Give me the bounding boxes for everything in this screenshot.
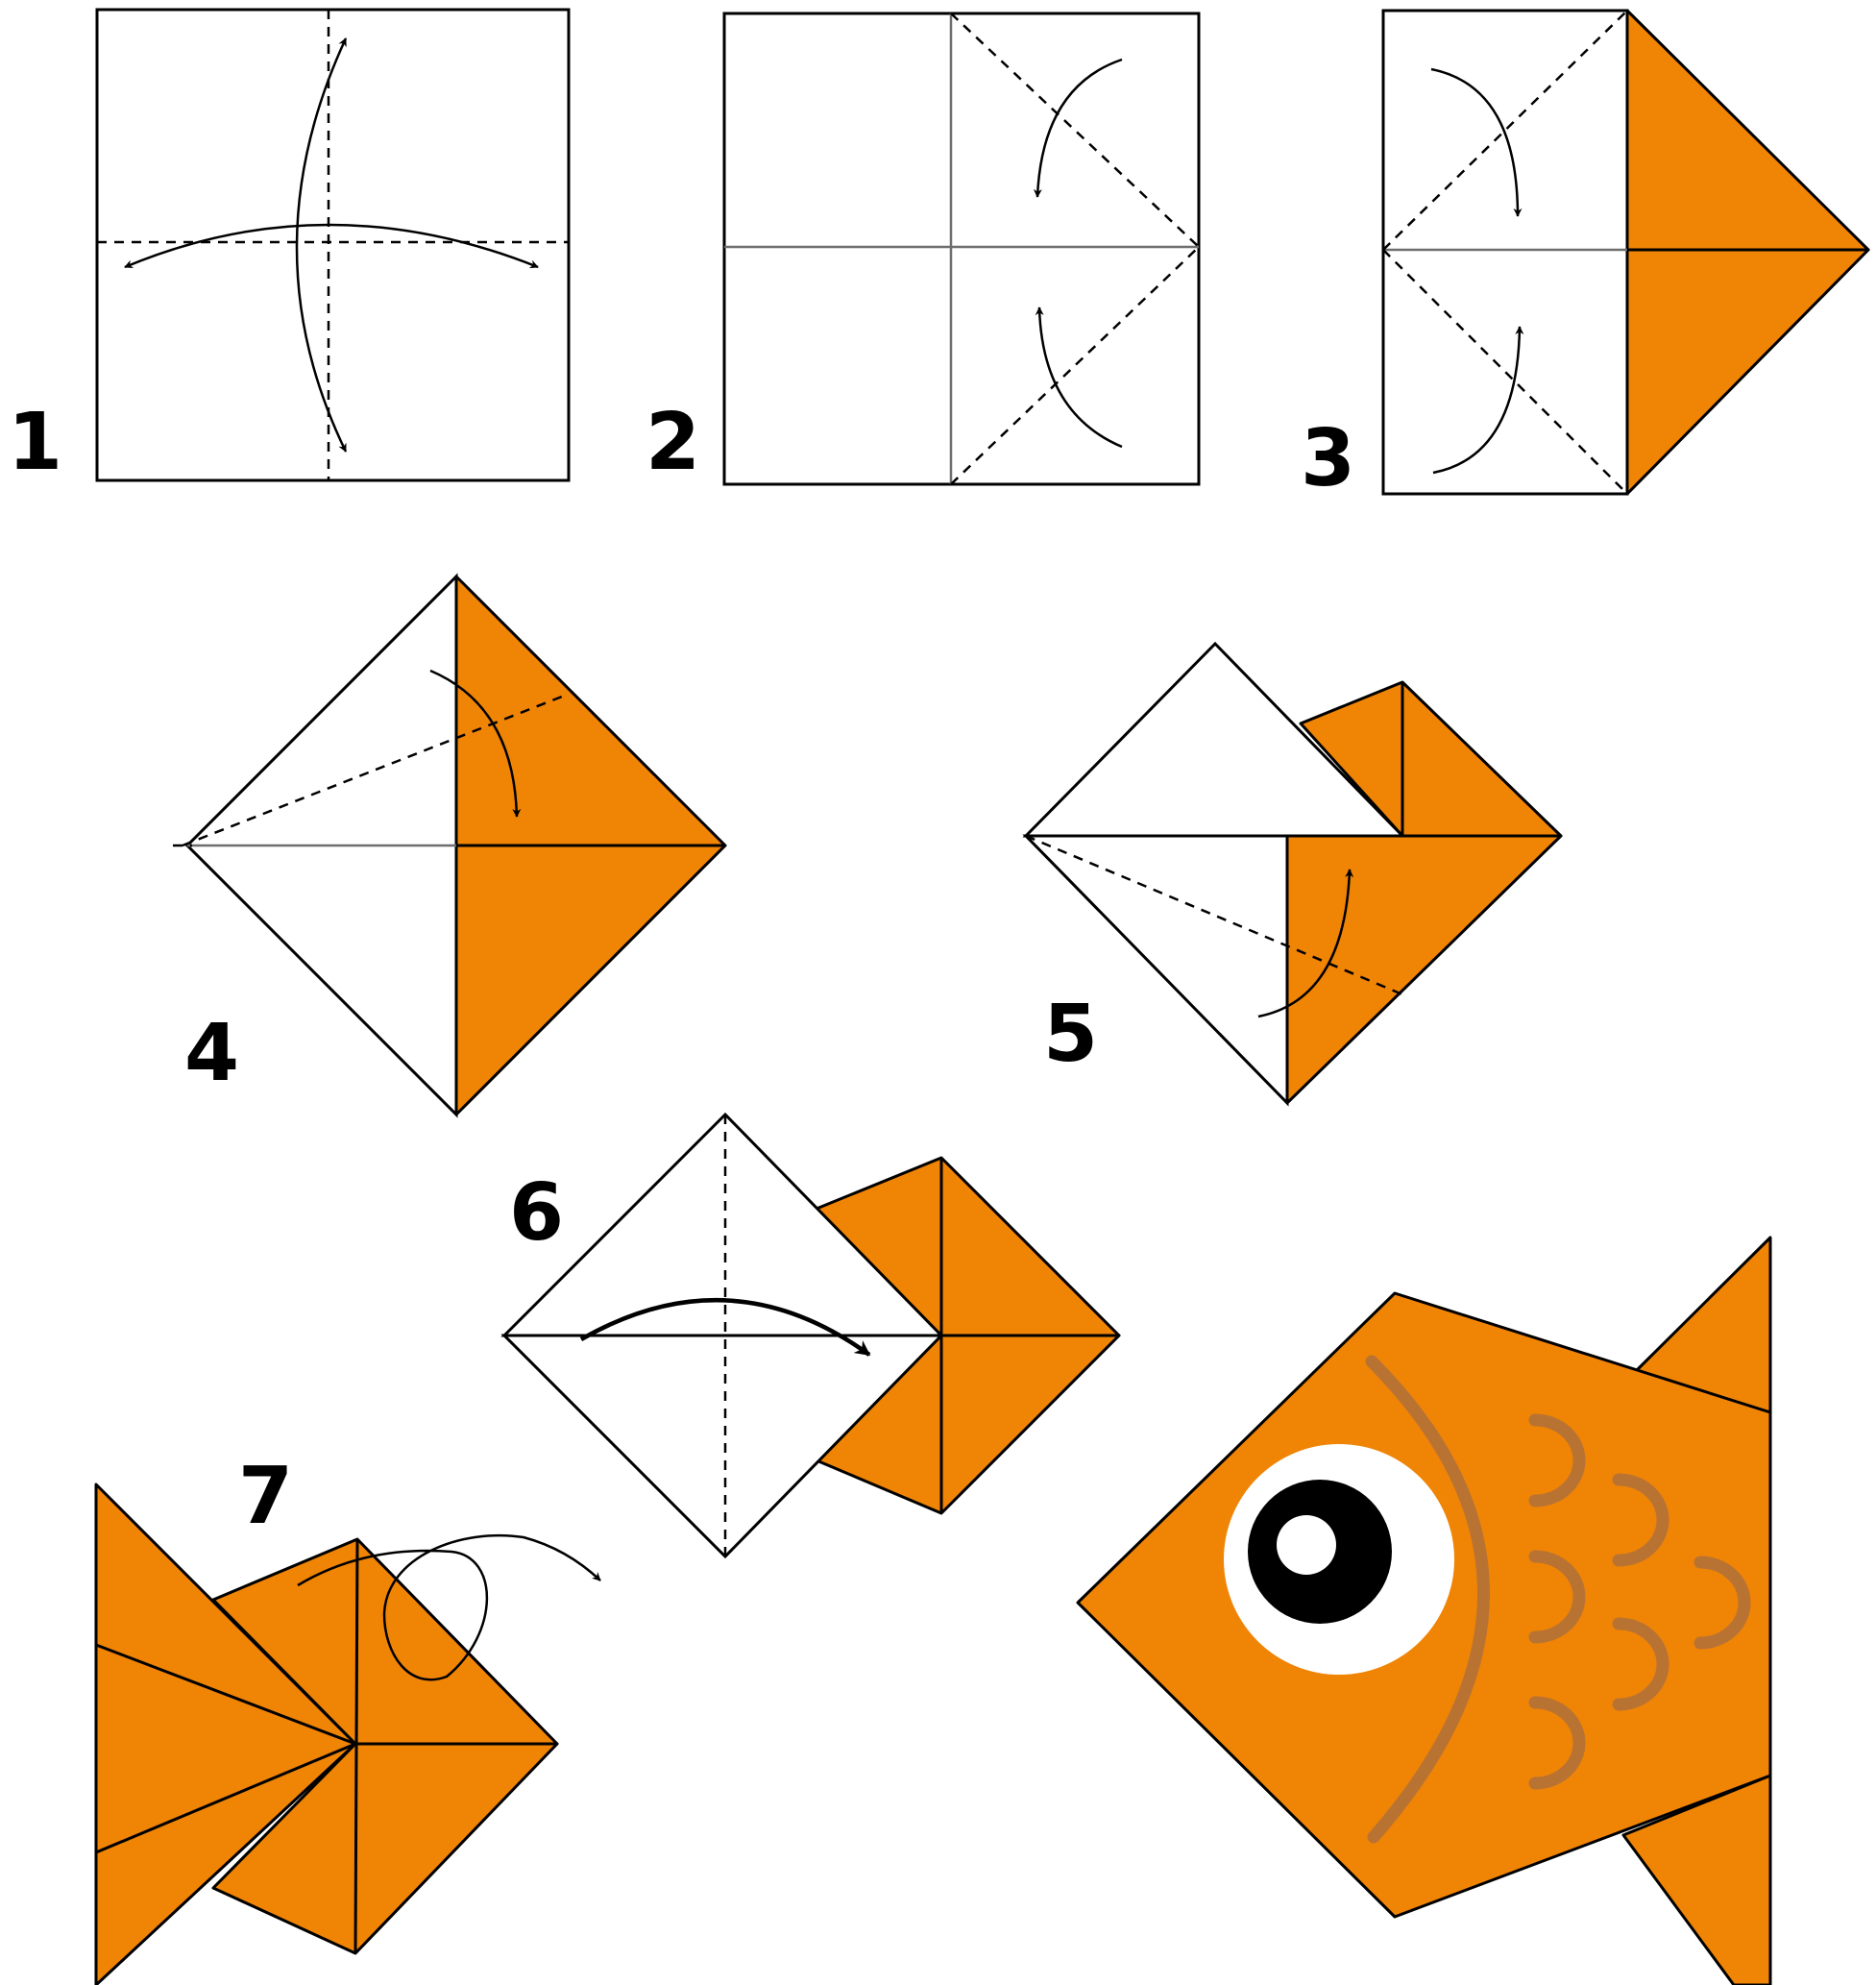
- fold-arrow-icon: [124, 223, 539, 269]
- step-2: 2: [646, 12, 1201, 488]
- diagonal-fold-line: [1382, 249, 1628, 495]
- step-5: 5: [1022, 641, 1563, 1107]
- fold-arrow-icon: [1430, 67, 1523, 217]
- scale-icon: [1528, 1696, 1586, 1790]
- white-bottom-triangle: [500, 1334, 945, 1559]
- fold-arrow-icon: [579, 1297, 871, 1357]
- step-number: 3: [1301, 413, 1355, 504]
- scale-icon: [1528, 1413, 1586, 1507]
- fish-scales: [1528, 1413, 1751, 1790]
- finished-fish: [1076, 1236, 1772, 1985]
- fold-arrow-icon: [1432, 326, 1524, 475]
- step-4: 4: [173, 573, 727, 1118]
- step-6: 6: [500, 1112, 1121, 1559]
- gill-line: [1365, 1355, 1490, 1844]
- scale-icon: [1612, 1617, 1669, 1711]
- tail-crease: [95, 1742, 356, 1854]
- diagonal-fold-line: [950, 12, 1200, 248]
- scale-icon: [1528, 1550, 1586, 1644]
- fold-arrow-icon: [1033, 58, 1123, 198]
- paper-square: [722, 12, 1201, 486]
- step-7: 7: [94, 1451, 601, 1985]
- eye-highlight: [1277, 1515, 1336, 1575]
- diagonal-fold-line: [1382, 10, 1628, 251]
- fold-arrow-icon: [429, 669, 522, 818]
- step-3: 3: [1301, 9, 1870, 504]
- body-crease: [353, 1538, 359, 1954]
- tail-crease: [95, 1643, 356, 1746]
- fold-arrow-icon: [1035, 306, 1123, 449]
- scale-icon: [1693, 1556, 1751, 1650]
- step-number: 5: [1043, 989, 1098, 1080]
- step-number: 7: [238, 1451, 293, 1542]
- paper-square: [95, 8, 571, 482]
- fold-arrow-icon: [1257, 869, 1354, 1018]
- orange-upper-triangle: [454, 575, 727, 847]
- step-number: 1: [8, 397, 62, 488]
- fold-arrow-icon: [295, 37, 348, 453]
- folded-flap-top: [1625, 9, 1870, 252]
- orange-lower-right: [1285, 834, 1563, 1105]
- step-1: 1: [8, 8, 571, 488]
- paper-rectangle: [1381, 9, 1629, 496]
- step-number: 2: [646, 397, 700, 488]
- diagonal-fold-line: [950, 246, 1200, 485]
- fish-eye-icon: [1224, 1444, 1454, 1675]
- step-number: 4: [184, 1008, 239, 1099]
- fold-arrow-icon: [297, 1533, 601, 1681]
- orange-lower-triangle: [454, 844, 727, 1116]
- folded-flap-bottom: [1625, 248, 1870, 496]
- scale-icon: [1612, 1473, 1669, 1567]
- step-number: 6: [509, 1167, 564, 1259]
